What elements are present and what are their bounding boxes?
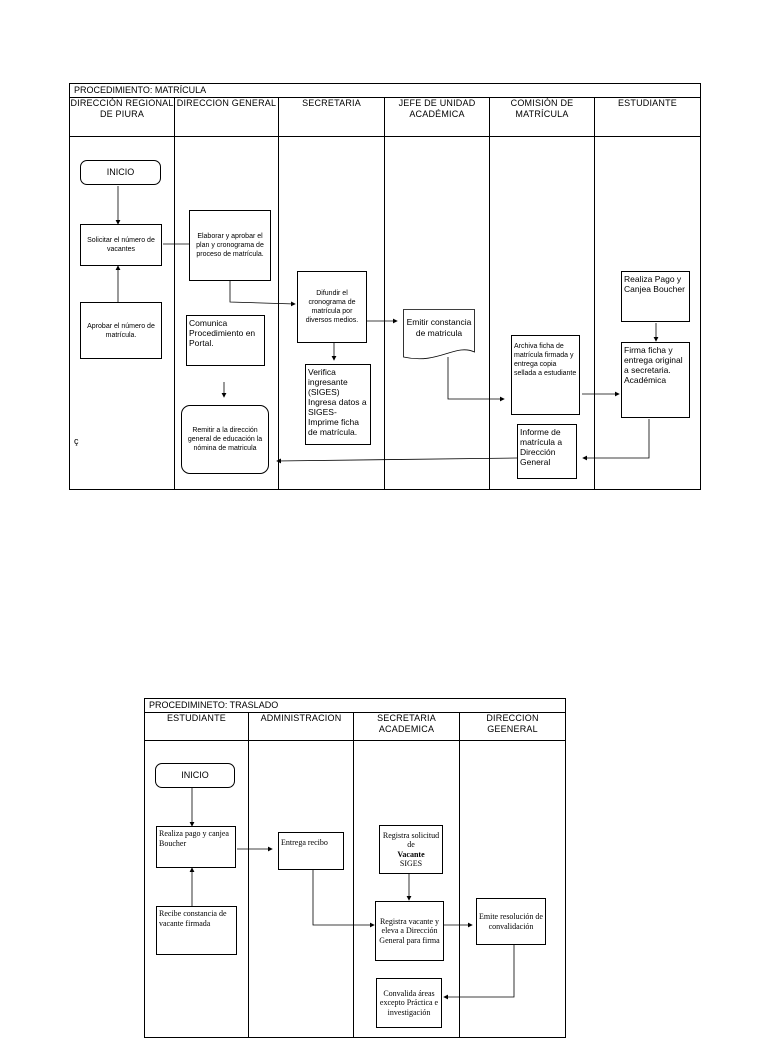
lane-estudiante: ESTUDIANTE (145, 712, 249, 1037)
lane-direccion-general: DIRECCION GENERAL (175, 97, 279, 489)
lane-direccion-regional: DIRECCIÓN REGIONAL DE PIURA (70, 97, 175, 489)
emite-resolucion-node: Emite resolución de convalidación (476, 898, 546, 945)
lane-header: ESTUDIANTE (166, 713, 226, 723)
convalida-areas-node: Convalida áreas excepto Práctica e inves… (376, 978, 442, 1028)
lane-secretaria: SECRETARIA (279, 97, 385, 489)
matricula-lanes: DIRECCIÓN REGIONAL DE PIURA DIRECCION GE… (70, 97, 700, 489)
emitir-constancia-node: Emitir constancia de matricula (403, 309, 475, 361)
traslado-connectors (189, 788, 515, 1000)
lane-estudiante: ESTUDIANTE (595, 97, 700, 489)
inicio-node: INICIO (155, 763, 235, 788)
registra-solicitud-line2: Vacante (397, 849, 425, 859)
elaborar-plan-node: Elaborar y aprobar el plan y cronograma … (189, 210, 271, 281)
lane-header: DIRECCION GENERAL (176, 98, 277, 108)
lane-header: DIRECCION GEENERAL (486, 713, 539, 734)
lane-direccion-general: DIRECCION GEENERAL (460, 712, 565, 1037)
lane-header: SECRETARIA ACADEMICA (377, 713, 436, 734)
lane-administracion: ADMINISTRACION (249, 712, 354, 1037)
realiza-pago-node: Realiza pago y canjea Boucher (156, 826, 236, 868)
header-divider (70, 136, 700, 137)
lane-header: ADMINISTRACION (260, 713, 342, 723)
traslado-title: PROCEDIMINETO: TRASLADO (145, 699, 565, 713)
lane-header: ESTUDIANTE (617, 98, 677, 108)
traslado-lanes: ESTUDIANTE ADMINISTRACION SECRETARIA ACA… (145, 712, 565, 1037)
matricula-title: PROCEDIMIENTO: MATRÍCULA (70, 84, 700, 98)
stray-mark: ç (74, 436, 79, 446)
archiva-ficha-node: Archiva ficha de matrícula firmada y ent… (511, 335, 580, 415)
document-shape (403, 309, 475, 360)
traslado-diagram: PROCEDIMINETO: TRASLADO ESTUDIANTE ADMIN… (144, 698, 566, 1038)
difundir-cronograma-node: Difundir el cronograma de matrícula por … (297, 271, 367, 343)
informe-matricula-node: Informe de matrícula a Dirección General (517, 424, 577, 479)
lane-header: SECRETARIA (302, 98, 361, 108)
emitir-constancia-label: Emitir constancia de matricula (406, 317, 472, 338)
registra-solicitud-node: Registra solicitud de Vacante SIGES (379, 825, 443, 874)
registra-solicitud-line3: SIGES (399, 859, 423, 868)
lane-jefe-unidad: JEFE DE UNIDAD ACADÉMICA (385, 97, 490, 489)
realiza-pago-node: Realiza Pago y Canjea Boucher (621, 271, 690, 322)
firma-ficha-node: Firma ficha y entrega original a secreta… (621, 342, 690, 418)
header-divider (145, 740, 565, 741)
matricula-connectors (115, 186, 659, 464)
lane-comision: COMISIÓN DE MATRÍCULA (490, 97, 595, 489)
comunica-portal-node: Comunica Procedimiento en Portal. (186, 315, 265, 366)
matricula-diagram: PROCEDIMIENTO: MATRÍCULA DIRECCIÓN REGIO… (69, 83, 701, 490)
aprobar-matricula-node: Aprobar el número de matrícula. (80, 302, 162, 359)
lane-header: JEFE DE UNIDAD ACADÉMICA (398, 98, 476, 119)
verifica-ingresante-node: Verifica ingresante (SIGES) Ingresa dato… (305, 364, 371, 445)
inicio-node: INICIO (80, 160, 161, 185)
registra-vacante-node: Registra vacante y eleva a Dirección Gen… (375, 901, 444, 961)
registra-solicitud-line1: Registra solicitud de (382, 830, 440, 850)
recibe-constancia-node: Recibe constancia de vacante firmada (156, 906, 237, 955)
entrega-recibo-node: Entrega recibo (278, 832, 344, 870)
lane-header: DIRECCIÓN REGIONAL DE PIURA (70, 98, 174, 119)
remitir-nomina-node: Remitir a la dirección general de educac… (181, 405, 269, 474)
solicitar-vacantes-node: Solicitar el número de vacantes (80, 224, 162, 266)
lane-secretaria-academica: SECRETARIA ACADEMICA (354, 712, 460, 1037)
lane-header: COMISIÓN DE MATRÍCULA (510, 98, 574, 119)
